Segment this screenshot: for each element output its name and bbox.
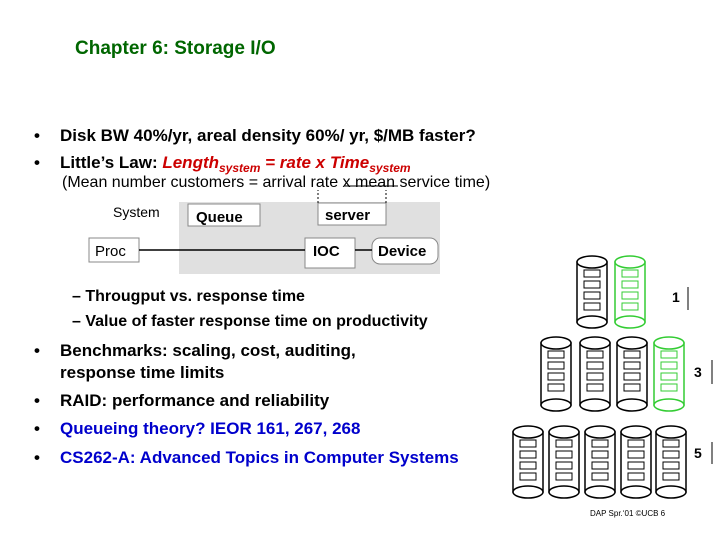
raid-level-1-label: 1 <box>672 289 680 305</box>
slide-title: Chapter 6: Storage I/O <box>75 38 276 59</box>
disk-icon <box>655 425 687 499</box>
disk-icon <box>616 336 648 412</box>
bullet-dot: • <box>34 391 40 410</box>
device-box <box>371 237 439 265</box>
bullet-dot: • <box>34 126 40 145</box>
mirror-disk-icon <box>614 255 646 329</box>
device-label: Device <box>378 243 426 260</box>
bullet-cs262: • CS262-A: Advanced Topics in Computer S… <box>34 448 459 468</box>
disk-icon <box>584 425 616 499</box>
proc-label: Proc <box>95 243 126 260</box>
sub-dash: – <box>72 288 81 305</box>
bullet-dot: • <box>34 419 40 438</box>
bullet-benchmarks-line1: Benchmarks: scaling, cost, auditing, <box>60 341 356 360</box>
raid-level-5-label: 5 <box>694 445 702 461</box>
disk-icon <box>512 425 544 499</box>
slide-footer: DAP Spr.‘01 ©UCB 6 <box>590 509 666 518</box>
server-box <box>317 202 387 226</box>
bullet-dot: • <box>34 341 40 360</box>
sub-bullet-throughput-text: Througput vs. response time <box>85 288 305 305</box>
bullet-dot: • <box>34 448 40 467</box>
bullet-littles-law: • Little’s Law: Lengthsystem = rate x Ti… <box>34 153 411 175</box>
disk-icon <box>540 336 572 412</box>
bullet-disk-bw-text: Disk BW 40%/yr, areal density 60%/ yr, $… <box>60 126 476 145</box>
disk-icon <box>579 336 611 412</box>
sub-bullet-productivity: – Value of faster response time on produ… <box>72 313 428 331</box>
ioc-label: IOC <box>313 243 340 260</box>
server-label: server <box>325 207 370 224</box>
littles-law-label: Little’s Law: <box>60 153 158 172</box>
disk-icon <box>548 425 580 499</box>
bullet-queueing-text: Queueing theory? IEOR 161, 267, 268 <box>60 419 361 438</box>
bullet-benchmarks: • Benchmarks: scaling, cost, auditing, <box>34 341 356 361</box>
length-term: Length <box>162 153 219 172</box>
bullet-disk-bw: • Disk BW 40%/yr, areal density 60%/ yr,… <box>34 126 476 146</box>
ioc-box <box>304 237 356 269</box>
littles-law-note: (Mean number customers = arrival rate x … <box>62 174 491 191</box>
time-subscript: system <box>369 161 411 175</box>
parity-disk-icon <box>653 336 685 412</box>
proc-box <box>88 237 140 263</box>
sub-bullet-throughput: – Througput vs. response time <box>72 288 305 306</box>
disk-icon <box>620 425 652 499</box>
bullet-benchmarks-cont: response time limits <box>60 363 225 382</box>
rate-time-term: = rate x Time <box>265 153 370 172</box>
sub-bullet-productivity-text: Value of faster response time on product… <box>85 313 428 330</box>
sub-dash: – <box>72 313 81 330</box>
disk-icon <box>576 255 608 329</box>
queue-box <box>187 203 261 227</box>
bullet-cs262-text: CS262-A: Advanced Topics in Computer Sys… <box>60 448 459 467</box>
queue-label: Queue <box>196 209 243 226</box>
length-subscript: system <box>219 161 261 175</box>
bullet-raid: • RAID: performance and reliability <box>34 391 330 411</box>
bullet-dot: • <box>34 153 40 172</box>
bullet-queueing: • Queueing theory? IEOR 161, 267, 268 <box>34 419 361 439</box>
raid-level-3-label: 3 <box>694 364 702 380</box>
system-label: System <box>113 204 160 220</box>
bullet-raid-text: RAID: performance and reliability <box>60 391 330 410</box>
